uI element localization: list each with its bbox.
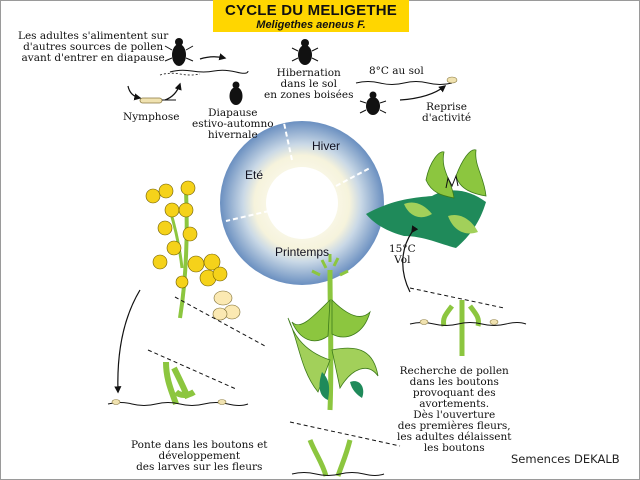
title-banner: CYCLE DU MELIGETHE Meligethes aeneus F. [213, 0, 409, 32]
species-name: Meligethes aeneus F. [256, 19, 366, 31]
page-title: CYCLE DU MELIGETHE [225, 2, 397, 19]
flowering-rapeseed [145, 180, 241, 321]
season-printemps: Printemps [275, 245, 330, 259]
season-ete: Eté [245, 168, 264, 182]
credit-text: Semences DEKALB [511, 452, 620, 466]
beetle-hibernation [291, 39, 319, 65]
season-hiver: Hiver [312, 139, 341, 153]
label-adults-feed: Les adultes s'alimentent sur d'autres so… [18, 30, 169, 64]
beetle-feeding [164, 38, 194, 66]
label-hibernation: Hibernation dans le sol en zones boisées [264, 67, 354, 101]
season-ring [220, 121, 384, 285]
beetle-reprise [359, 91, 387, 115]
larva-icon [139, 97, 176, 104]
label-pollen-search: Recherche de pollen dans les boutons pro… [397, 365, 512, 454]
beetle-diapause [229, 81, 243, 105]
label-nymphose: Nymphose [123, 111, 180, 123]
label-flight: 15°C Vol [389, 243, 416, 266]
label-ponte: Ponte dans les boutons et développement … [131, 439, 268, 473]
label-diapause: Diapause estivo-automno hivernale [192, 107, 274, 141]
rapeseed-head [366, 149, 487, 248]
label-soil-temp: 8°C au sol [369, 65, 424, 77]
budding-rapeseed [287, 254, 379, 411]
label-reprise: Reprise d'activité [422, 101, 472, 124]
